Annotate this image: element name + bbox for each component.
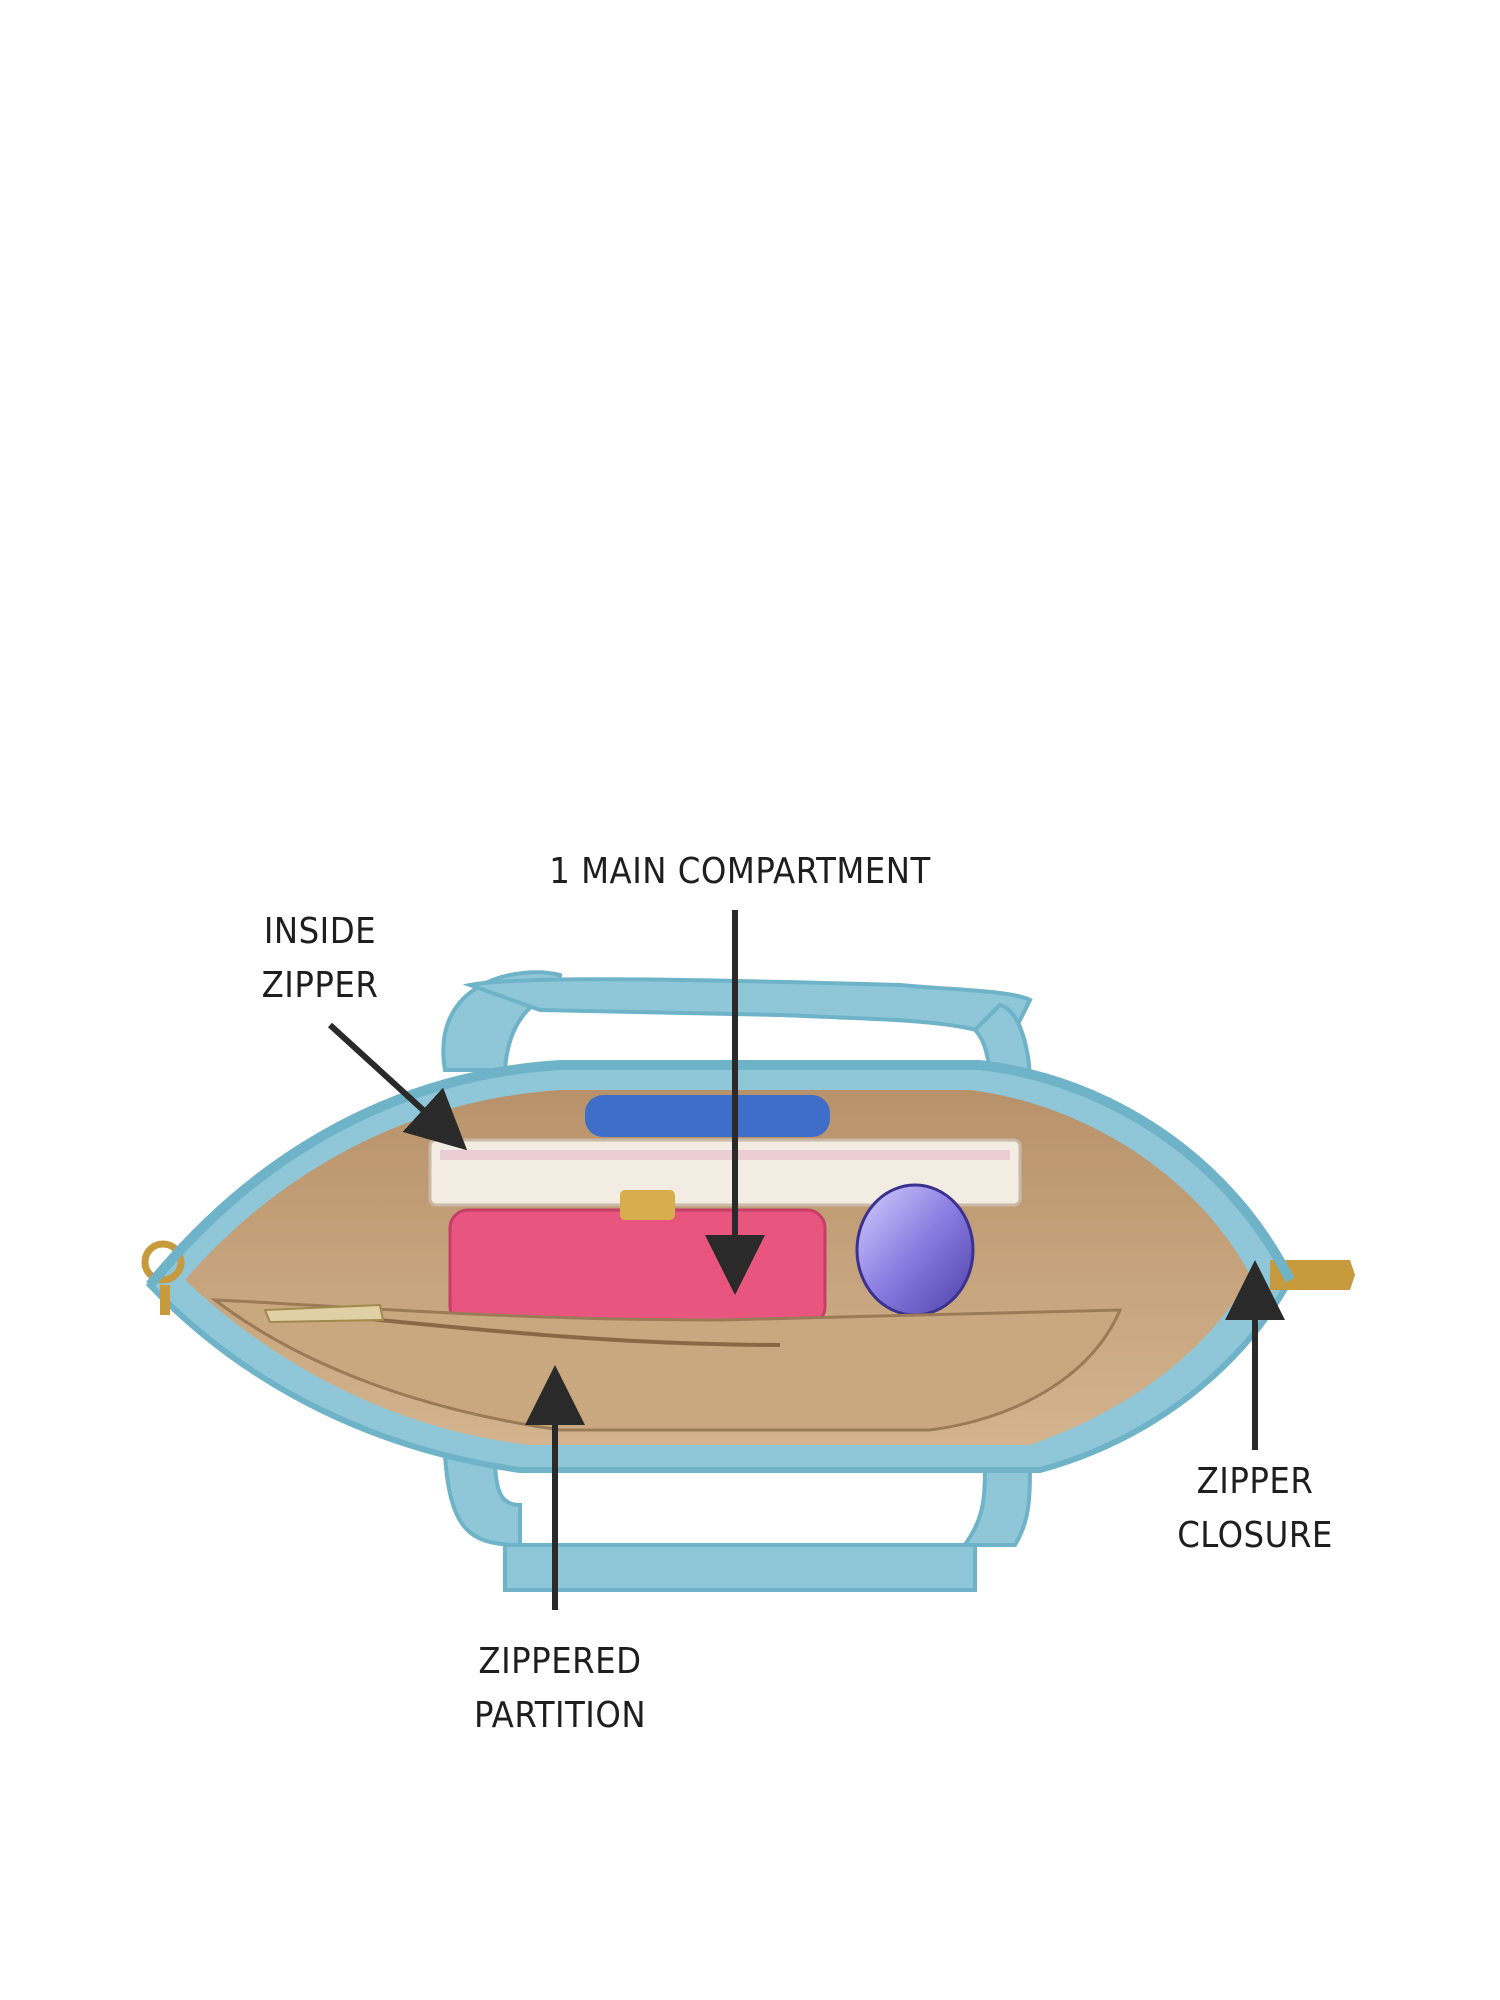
arrow-inside-zipper [327, 1022, 468, 1151]
zippered-partition-pocket [210, 1298, 1123, 1432]
bottom-handles [442, 1453, 1033, 1592]
label-zipper-closure: ZIPPER CLOSURE [1177, 1461, 1333, 1556]
pink-wallet [448, 1208, 827, 1327]
label-zippered-partition: ZIPPERED PARTITION [473, 1641, 647, 1736]
top-handles [441, 970, 1033, 1087]
left-ring [141, 1240, 185, 1284]
arrows [327, 910, 1285, 1610]
phone [585, 1095, 830, 1137]
label-inside-zipper: INSIDE ZIPPER [261, 911, 379, 1006]
label-main-compartment: 1 MAIN COMPARTMENT [549, 851, 931, 892]
purple-jar [855, 1183, 975, 1317]
right-zipper-pull [1270, 1260, 1355, 1290]
